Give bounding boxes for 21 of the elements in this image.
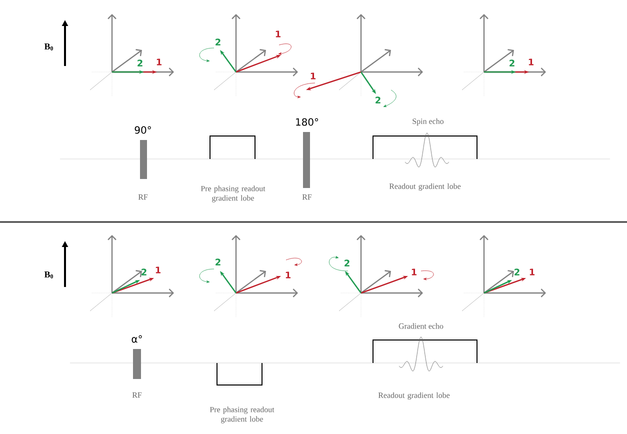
field-label: B$_{0}$ bbox=[44, 44, 54, 50]
vector-label: 2 bbox=[142, 268, 146, 276]
vector-label: 1 bbox=[528, 58, 534, 66]
vector-label: 2 bbox=[216, 38, 220, 46]
vector-label: 2 bbox=[216, 258, 220, 266]
vector-label: 1 bbox=[156, 266, 161, 274]
vector-label: 1 bbox=[310, 72, 316, 80]
vector-label: 2 bbox=[514, 268, 520, 276]
vector-label: 2 bbox=[510, 60, 514, 66]
flip-angle-label: 180° bbox=[296, 118, 318, 126]
vector-label: 1 bbox=[286, 272, 290, 278]
vector-label: 1 bbox=[156, 58, 162, 66]
flip-angle-label: α° bbox=[132, 335, 142, 343]
vector-label: 2 bbox=[138, 60, 142, 66]
flip-angle-label: 90° bbox=[134, 126, 151, 134]
vector-label: 1 bbox=[276, 30, 280, 38]
vector-label: 1 bbox=[412, 268, 416, 276]
field-label: B$_{0}$ bbox=[44, 272, 54, 278]
vector-label: 2 bbox=[376, 96, 380, 104]
vector-label: 1 bbox=[530, 268, 534, 276]
vector-label: 2 bbox=[344, 260, 350, 266]
